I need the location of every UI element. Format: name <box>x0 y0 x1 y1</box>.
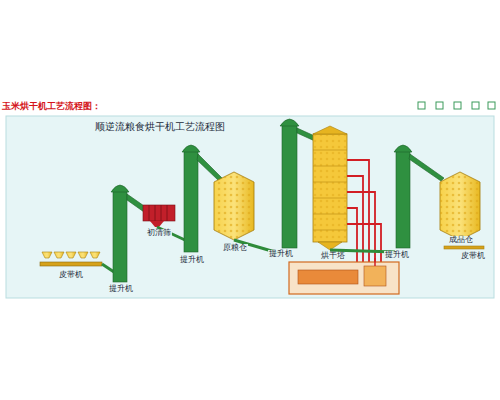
component-label: 初清筛 <box>146 229 172 238</box>
component-label: 皮带机 <box>460 252 486 261</box>
component-label: 提升机 <box>179 256 205 265</box>
component-label: 成品仓 <box>448 236 474 245</box>
component-label: 提升机 <box>268 250 294 259</box>
component-label: 皮带机 <box>58 271 84 280</box>
component-label: 烘干塔 <box>320 252 346 261</box>
component-label: 原粮仓 <box>222 244 248 253</box>
panel-title: 顺逆流粮食烘干机工艺流程图 <box>95 121 225 133</box>
component-label: 提升机 <box>108 285 134 294</box>
page-heading: 玉米烘干机工艺流程图： <box>2 101 101 111</box>
component-label: 提升机 <box>384 251 410 260</box>
